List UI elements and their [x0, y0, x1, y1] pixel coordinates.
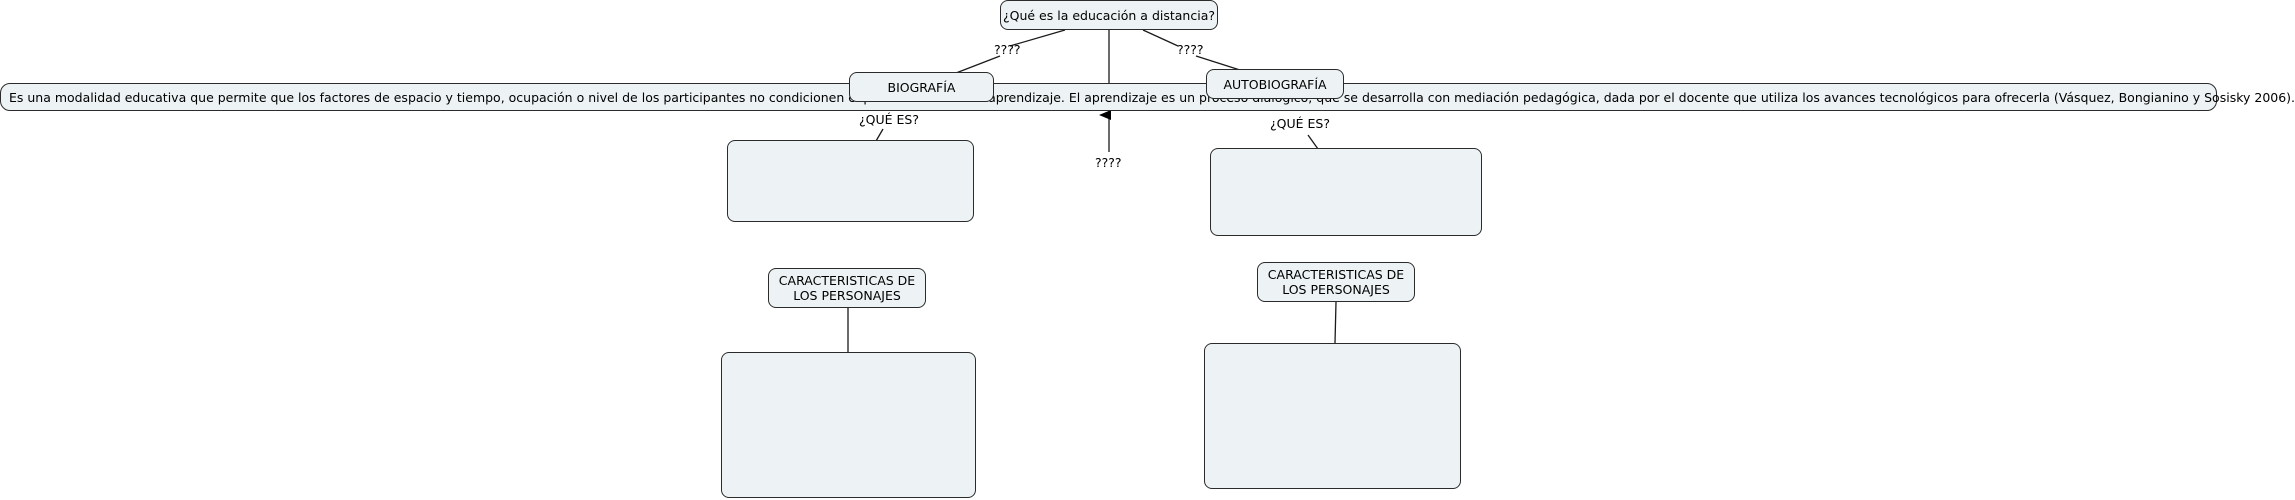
biography-characters-box[interactable]: [721, 352, 976, 498]
root-node[interactable]: ¿Qué es la educación a distancia?: [1000, 0, 1218, 30]
characters-node-left-label: CARACTERISTICAS DE LOS PERSONAJES: [778, 273, 916, 303]
link-label-left: ????: [994, 42, 1021, 57]
biography-node[interactable]: BIOGRAFÍA: [849, 72, 994, 102]
connector-characters-right-to-box: [1334, 301, 1337, 344]
characters-node-right-label: CARACTERISTICAS DE LOS PERSONAJES: [1267, 267, 1405, 297]
link-label-right: ????: [1177, 42, 1204, 57]
connector-right-label-to-autobiography: [1195, 55, 1241, 71]
connector-root-to-left-label: [1009, 29, 1066, 47]
characters-node-left[interactable]: CARACTERISTICAS DE LOS PERSONAJES: [768, 268, 926, 308]
autobiography-node[interactable]: AUTOBIOGRAFÍA: [1206, 69, 1344, 99]
definition-node[interactable]: Es una modalidad educativa que permite q…: [0, 83, 2295, 111]
autobiography-characters-box[interactable]: [1204, 343, 1461, 489]
link-label-center: ????: [1095, 155, 1122, 170]
autobiography-definition-box[interactable]: [1210, 148, 1482, 236]
characters-node-right[interactable]: CARACTERISTICAS DE LOS PERSONAJES: [1257, 262, 1415, 302]
connector-root-to-right-label: [1142, 29, 1179, 47]
connector-layer: [847, 29, 1337, 352]
root-node-label: ¿Qué es la educación a distancia?: [1003, 7, 1215, 23]
que-es-label-right: ¿QUÉ ES?: [1270, 116, 1330, 131]
connector-que-es-left-to-box: [875, 128, 884, 142]
connector-left-label-to-biography: [955, 55, 1001, 74]
autobiography-label: AUTOBIOGRAFÍA: [1223, 76, 1327, 92]
biography-label: BIOGRAFÍA: [887, 79, 956, 95]
biography-definition-box[interactable]: [727, 140, 974, 222]
definition-text: Es una modalidad educativa que permite q…: [9, 89, 2295, 105]
connector-que-es-right-to-box: [1307, 134, 1319, 150]
que-es-label-left: ¿QUÉ ES?: [859, 112, 919, 127]
